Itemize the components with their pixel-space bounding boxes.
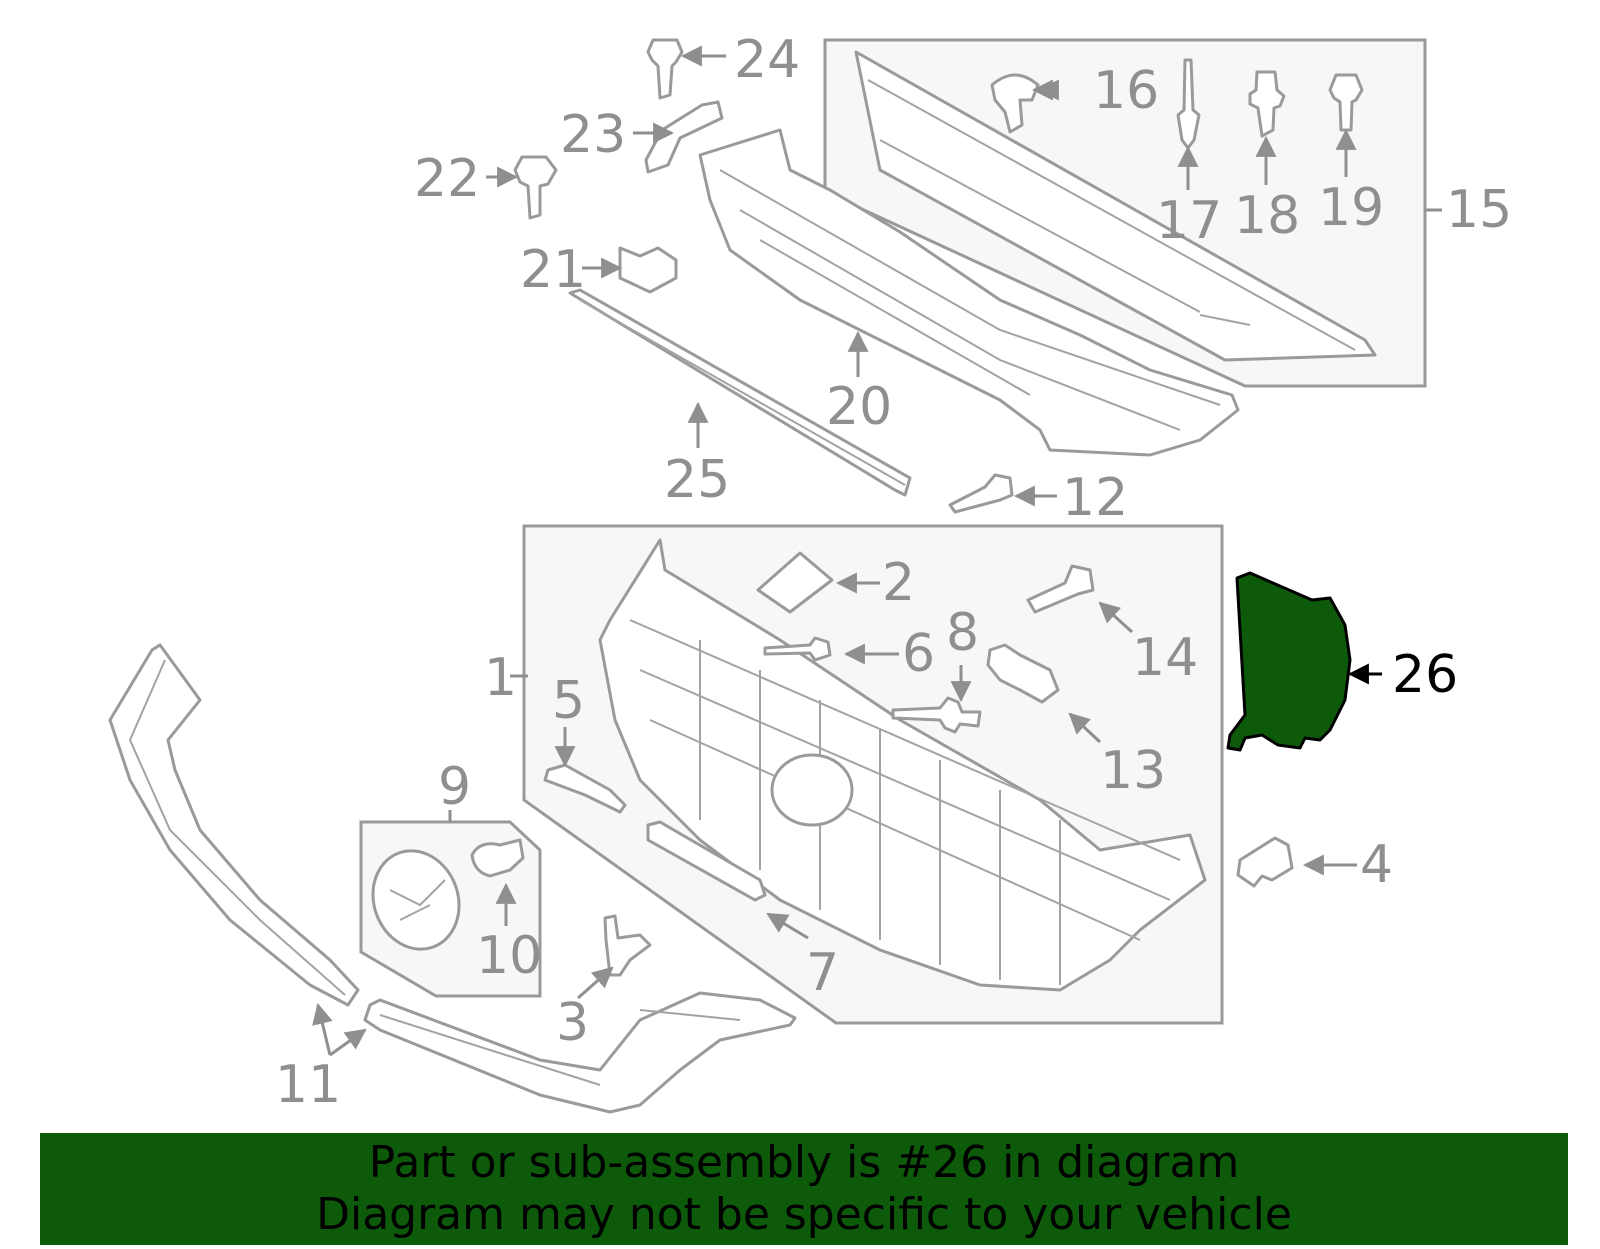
callout-13: 13 xyxy=(1100,741,1166,801)
callout-5: 5 xyxy=(552,671,585,731)
banner-line-1: Part or sub-assembly is #26 in diagram xyxy=(368,1137,1240,1188)
callout-25: 25 xyxy=(664,450,730,510)
callout-10: 10 xyxy=(476,926,542,986)
callout-14: 14 xyxy=(1132,628,1198,688)
part-7-strip xyxy=(646,820,767,902)
callout-20: 20 xyxy=(826,377,892,437)
callout-15: 15 xyxy=(1446,180,1512,240)
part-5-bracket xyxy=(543,763,627,814)
callout-1: 1 xyxy=(484,648,517,708)
part-21-bracket xyxy=(618,246,678,294)
info-banner: Part or sub-assembly is #26 in diagram D… xyxy=(40,1133,1568,1245)
part-20-support xyxy=(698,128,1240,457)
callout-24: 24 xyxy=(734,30,800,90)
part-13-clip xyxy=(986,643,1060,704)
callout-9: 9 xyxy=(438,757,471,817)
callout-18: 18 xyxy=(1234,186,1300,246)
banner-line-2: Diagram may not be specific to your vehi… xyxy=(316,1189,1292,1240)
part-9-emblem xyxy=(371,849,461,951)
part-8-pin xyxy=(891,696,982,734)
part-25-strip xyxy=(568,288,912,497)
part-4-clip xyxy=(1236,836,1294,888)
callout-22: 22 xyxy=(414,149,480,209)
part-14-screw xyxy=(1026,564,1095,614)
callout-12: 12 xyxy=(1062,468,1128,528)
callout-21: 21 xyxy=(520,240,586,300)
callout-4: 4 xyxy=(1360,835,1393,895)
callout-26: 26 xyxy=(1392,645,1458,705)
callout-23: 23 xyxy=(560,105,626,165)
callout-11: 11 xyxy=(275,1055,341,1115)
part-2-plate xyxy=(756,551,834,614)
part-15-upper-trim xyxy=(854,50,1377,362)
part-12-screw xyxy=(948,473,1014,514)
callout-6: 6 xyxy=(902,624,935,684)
part-18-stud xyxy=(1248,70,1286,138)
part-3-bracket xyxy=(603,914,652,977)
part-10-clip xyxy=(470,838,525,878)
callout-8: 8 xyxy=(946,603,979,663)
part-26-shape xyxy=(1226,571,1352,752)
part-24-bolt xyxy=(646,38,684,100)
callout-7: 7 xyxy=(806,943,839,1003)
callout-17: 17 xyxy=(1156,191,1222,251)
part-22-bolt xyxy=(513,155,558,220)
callout-2: 2 xyxy=(882,553,915,613)
part-6-pin xyxy=(763,636,832,662)
callout-3: 3 xyxy=(556,993,589,1053)
leader-lines xyxy=(312,45,1442,1057)
callout-16: 16 xyxy=(1093,61,1159,121)
callouts: 1 2 3 4 5 6 7 8 9 10 11 12 13 14 15 16 1… xyxy=(275,30,1512,1115)
callout-19: 19 xyxy=(1318,178,1384,238)
part-17-pin xyxy=(1176,58,1201,150)
part-11-lower-trim xyxy=(108,643,797,1114)
part-26-highlighted xyxy=(1226,571,1352,752)
